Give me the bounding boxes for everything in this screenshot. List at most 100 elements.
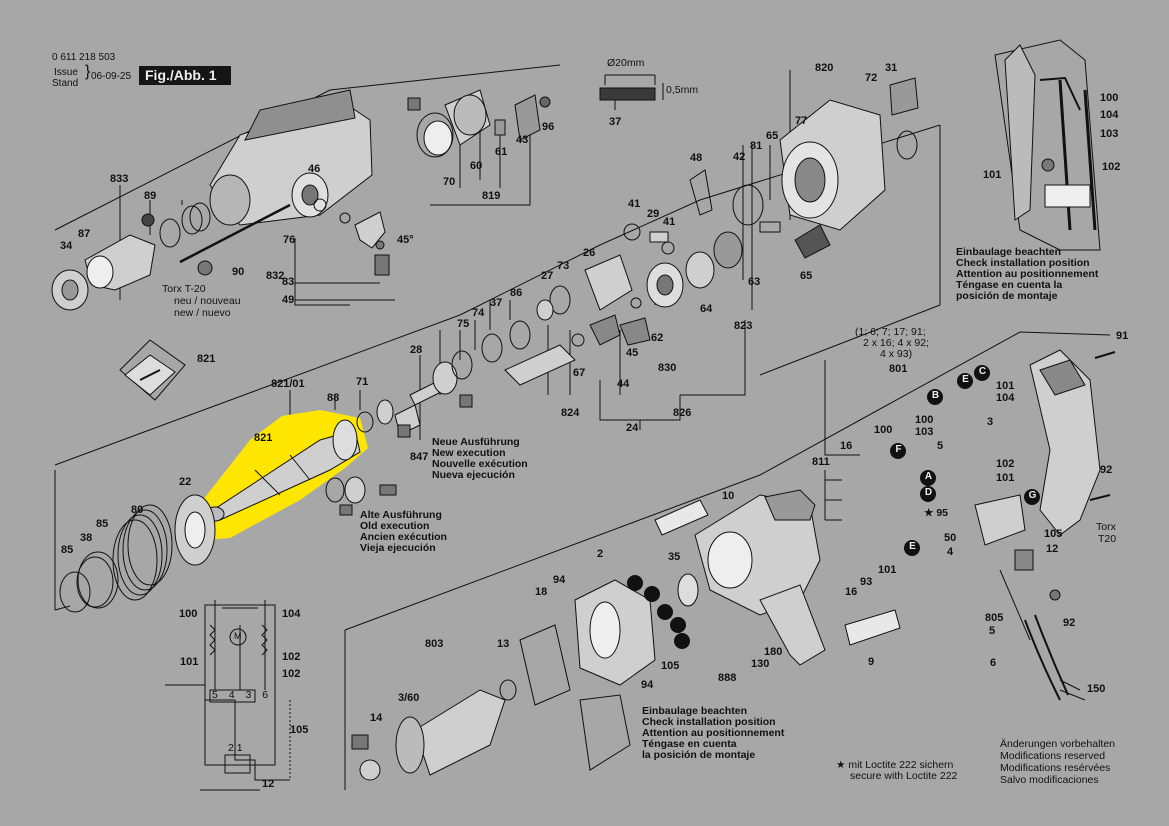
- part-label-p100d: 100: [179, 608, 198, 620]
- boundary-line-3: [54, 124, 941, 466]
- part-label-p101b: 101: [996, 472, 1015, 484]
- part-label-p130: 130: [751, 658, 770, 670]
- part-label-p26: 26: [583, 247, 596, 259]
- part-label-p104c: 104: [282, 608, 301, 620]
- install-top-de: Einbaulage beachten: [956, 246, 1062, 258]
- part-label-p824: 824: [561, 407, 580, 419]
- part-label-p105c: 105: [290, 724, 309, 736]
- torx-note-1: Torx T-20: [162, 283, 206, 295]
- boundary-line-1: [54, 64, 561, 231]
- kit-list-2: 2 x 16; 4 x 92;: [863, 337, 929, 349]
- part-label-p821_01: 821/01: [271, 378, 305, 390]
- install-bottom-fr: Attention au positionnement: [642, 727, 785, 739]
- boundary-line-5: [54, 605, 71, 611]
- part-label-p16b: 16: [845, 586, 858, 598]
- hammer-head-housing: [209, 89, 373, 226]
- spindle-parts: [325, 320, 531, 516]
- doc-number: 0 611 218 503: [52, 52, 116, 63]
- part-label-p101e: 101: [180, 656, 199, 668]
- part-label-p71: 71: [356, 376, 369, 388]
- part-label-p44: 44: [617, 378, 630, 390]
- part-label-p101d: 101: [983, 169, 1002, 181]
- changes-de: Änderungen vorbehalten: [1000, 738, 1116, 750]
- part-label-p888: 888: [718, 672, 737, 684]
- install-bottom-es2: la posición de montaje: [642, 749, 756, 761]
- part-label-p4: 4: [947, 546, 954, 558]
- part-label-p88: 88: [327, 392, 340, 404]
- part-label-p65b: 65: [800, 270, 813, 282]
- part-label-p94a: 94: [553, 574, 566, 586]
- gear-housing: [732, 77, 919, 259]
- part-label-p103a: 103: [915, 426, 934, 438]
- figure-label: Fig./Abb. 1: [139, 66, 231, 85]
- torx-note-3: new / nuevo: [174, 307, 231, 319]
- boundary-line-7: [344, 474, 761, 631]
- part-label-p823: 823: [734, 320, 753, 332]
- selector-parts: [313, 198, 390, 276]
- part-label-p75: 75: [457, 318, 470, 330]
- part-label-p830: 830: [658, 362, 677, 374]
- part-label-p801: 801: [889, 363, 908, 375]
- part-label-p85a: 85: [96, 518, 109, 530]
- wire-marker-shapes: [627, 365, 1040, 649]
- dim-05mm: 0,5mm: [666, 84, 699, 96]
- part-label-p3_60: 3/60: [398, 692, 420, 704]
- motor-armature: [351, 573, 699, 781]
- part-label-p104a: 104: [996, 392, 1015, 404]
- part-label-p5a: 5: [937, 440, 944, 452]
- wire-marker-E: E: [962, 374, 969, 385]
- part-label-p100b: 100: [874, 424, 893, 436]
- wire-marker-D: D: [924, 487, 933, 498]
- boundary-line-6: [759, 125, 941, 376]
- part-label-p28: 28: [410, 344, 423, 356]
- schematic-terminals: 5 4 3 6: [212, 689, 272, 702]
- new-exec-de: Neue Ausführung: [432, 436, 520, 448]
- handle-wiring-inset: [994, 39, 1101, 251]
- install-top-en: Check installation position: [956, 257, 1090, 269]
- part-label-p43: 43: [516, 134, 529, 146]
- part-label-p101c: 101: [878, 564, 897, 576]
- detail-inset: [119, 339, 186, 401]
- stand-label: Stand: [52, 78, 79, 89]
- part-label-p104b: 104: [1100, 109, 1119, 121]
- part-label-p61: 61: [495, 146, 508, 158]
- part-label-p803: 803: [425, 638, 444, 650]
- bearing-parts-top: [407, 89, 551, 158]
- part-label-p102d: 102: [282, 668, 301, 680]
- part-label-p27: 27: [541, 270, 554, 282]
- part-label-p102a: 102: [996, 458, 1015, 470]
- install-top-fr: Attention au positionnement: [956, 268, 1099, 280]
- part-label-p89: 89: [144, 190, 157, 202]
- install-bottom-en: Check installation position: [642, 716, 776, 728]
- torx-note-2: neu / nouveau: [174, 295, 241, 307]
- part-label-p102c: 102: [282, 651, 301, 663]
- install-bottom-de: Einbaulage beachten: [642, 705, 748, 717]
- part-label-p96: 96: [542, 121, 555, 133]
- part-label-p821a: 821: [197, 353, 216, 365]
- part-label-p41b: 41: [663, 216, 676, 228]
- part-label-p67: 67: [573, 367, 586, 379]
- wire-marker-B: B: [931, 390, 940, 401]
- changes-en: Modifications reserved: [1000, 750, 1106, 762]
- part-label-p90: 90: [232, 266, 245, 278]
- issue-brace: }: [85, 63, 91, 80]
- part-label-p92a: 92: [1100, 464, 1113, 476]
- part-label-p64: 64: [700, 303, 713, 315]
- old-exec-de: Alte Ausführung: [360, 509, 442, 521]
- part-label-p22: 22: [179, 476, 192, 488]
- terminal-4: 4: [228, 689, 239, 701]
- part-label-p70: 70: [443, 176, 456, 188]
- issue-date: 06-09-25: [91, 71, 132, 82]
- part-label-p24: 24: [626, 422, 639, 434]
- part-label-p100a: 100: [915, 414, 934, 426]
- chuck-parts: [51, 202, 291, 311]
- torx-right-1: Torx: [1096, 521, 1116, 533]
- part-label-p86: 86: [510, 287, 523, 299]
- part-label-p847: 847: [410, 451, 429, 463]
- part-label-p12a: 12: [1046, 543, 1059, 555]
- part-label-p833: 833: [110, 173, 129, 185]
- part-label-p35: 35: [668, 551, 681, 563]
- loctite-note-de: ★ mit Loctite 222 sichern: [836, 759, 954, 771]
- wire-marker-F: F: [895, 444, 902, 455]
